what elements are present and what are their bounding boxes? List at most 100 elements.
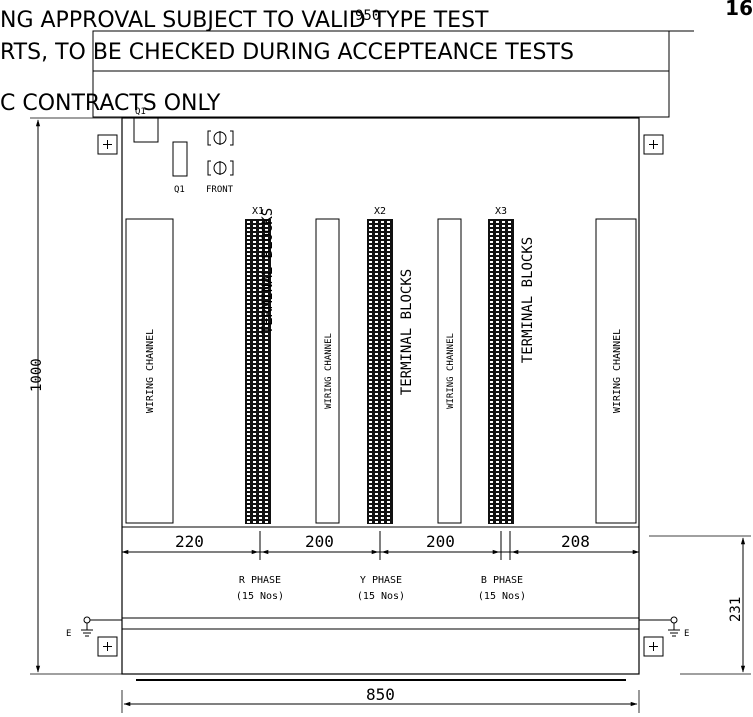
terminal-slot — [265, 313, 268, 315]
terminal-slot — [253, 381, 256, 383]
terminal-slot — [253, 221, 256, 223]
terminal-slot — [381, 433, 384, 435]
terminal-slot — [387, 245, 390, 247]
height-dimension-label: 1000 — [29, 358, 45, 392]
terminal-slot — [369, 433, 372, 435]
terminal-slot — [265, 377, 268, 379]
terminal-slot — [502, 389, 505, 391]
terminal-slot — [375, 269, 378, 271]
terminal-slot — [508, 365, 511, 367]
terminal-slot — [381, 477, 384, 479]
terminal-slot — [265, 225, 268, 227]
terminal-slot — [490, 389, 493, 391]
wiring-channel-4-label: WIRING CHANNEL — [612, 329, 623, 413]
terminal-slot — [387, 261, 390, 263]
terminal-slot — [369, 417, 372, 419]
terminal-slot — [508, 505, 511, 507]
terminal-slot — [369, 437, 372, 439]
terminal-slot — [259, 301, 262, 303]
terminal-slot — [490, 517, 493, 519]
terminal-slot — [265, 345, 268, 347]
terminal-slot — [253, 513, 256, 515]
terminal-slot — [369, 249, 372, 251]
terminal-slot — [502, 521, 505, 523]
terminal-slot — [490, 445, 493, 447]
terminal-slot — [381, 381, 384, 383]
bottom-height-label: 231 — [728, 597, 744, 622]
terminal-slot — [496, 377, 499, 379]
terminal-slot — [496, 337, 499, 339]
terminal-slot — [387, 269, 390, 271]
terminal-slot — [247, 305, 250, 307]
terminal-slot — [265, 305, 268, 307]
terminal-slot — [265, 493, 268, 495]
terminal-slot — [502, 333, 505, 335]
terminal-slot — [387, 221, 390, 223]
terminal-slot — [508, 353, 511, 355]
mounting-mark-top-left — [97, 134, 118, 155]
terminal-slot — [496, 409, 499, 411]
terminal-slot — [508, 377, 511, 379]
terminal-slot — [253, 293, 256, 295]
terminal-slot — [375, 233, 378, 235]
terminal-slot — [508, 317, 511, 319]
terminal-slot — [496, 341, 499, 343]
terminal-slot — [387, 385, 390, 387]
terminal-slot — [253, 257, 256, 259]
terminal-slot — [369, 449, 372, 451]
terminal-slot — [265, 281, 268, 283]
terminal-slot — [247, 365, 250, 367]
terminal-slot — [265, 397, 268, 399]
terminal-slot — [265, 421, 268, 423]
terminal-slot — [387, 241, 390, 243]
terminal-slot — [496, 393, 499, 395]
terminal-slot — [381, 429, 384, 431]
terminal-slot — [375, 425, 378, 427]
terminal-slot — [490, 477, 493, 479]
terminal-slot — [502, 293, 505, 295]
terminal-slot — [508, 297, 511, 299]
terminal-slot — [259, 253, 262, 255]
terminal-slot — [502, 509, 505, 511]
terminal-slot — [369, 373, 372, 375]
terminal-slot — [496, 425, 499, 427]
terminal-slot — [247, 349, 250, 351]
terminal-slot — [387, 377, 390, 379]
terminal-slot — [369, 381, 372, 383]
terminal-slot — [259, 461, 262, 463]
terminal-slot — [508, 265, 511, 267]
terminal-slot — [490, 273, 493, 275]
terminal-slot — [490, 509, 493, 511]
terminal-slot — [247, 473, 250, 475]
terminal-slot — [253, 485, 256, 487]
terminal-slot — [369, 353, 372, 355]
terminal-slot — [259, 509, 262, 511]
terminal-slot — [490, 505, 493, 507]
terminal-slot — [387, 397, 390, 399]
terminal-slot — [496, 373, 499, 375]
terminal-slot — [381, 377, 384, 379]
terminal-slot — [496, 469, 499, 471]
terminal-slot — [247, 517, 250, 519]
terminal-slot — [387, 293, 390, 295]
terminal-slot — [508, 461, 511, 463]
terminal-slot — [265, 501, 268, 503]
terminal-slot — [265, 477, 268, 479]
terminal-slot — [381, 309, 384, 311]
terminal-slot — [369, 237, 372, 239]
terminal-slot — [502, 461, 505, 463]
terminal-slot — [369, 365, 372, 367]
terminal-slot — [259, 393, 262, 395]
terminal-slot — [259, 241, 262, 243]
terminal-slot — [502, 313, 505, 315]
terminal-slot — [508, 289, 511, 291]
terminal-slot — [387, 361, 390, 363]
terminal-slot — [375, 401, 378, 403]
terminal-slot — [502, 429, 505, 431]
terminal-slot — [490, 313, 493, 315]
terminal-slot — [387, 393, 390, 395]
terminal-slot — [508, 389, 511, 391]
terminal-slot — [508, 393, 511, 395]
terminal-slot — [375, 441, 378, 443]
terminal-slot — [490, 333, 493, 335]
